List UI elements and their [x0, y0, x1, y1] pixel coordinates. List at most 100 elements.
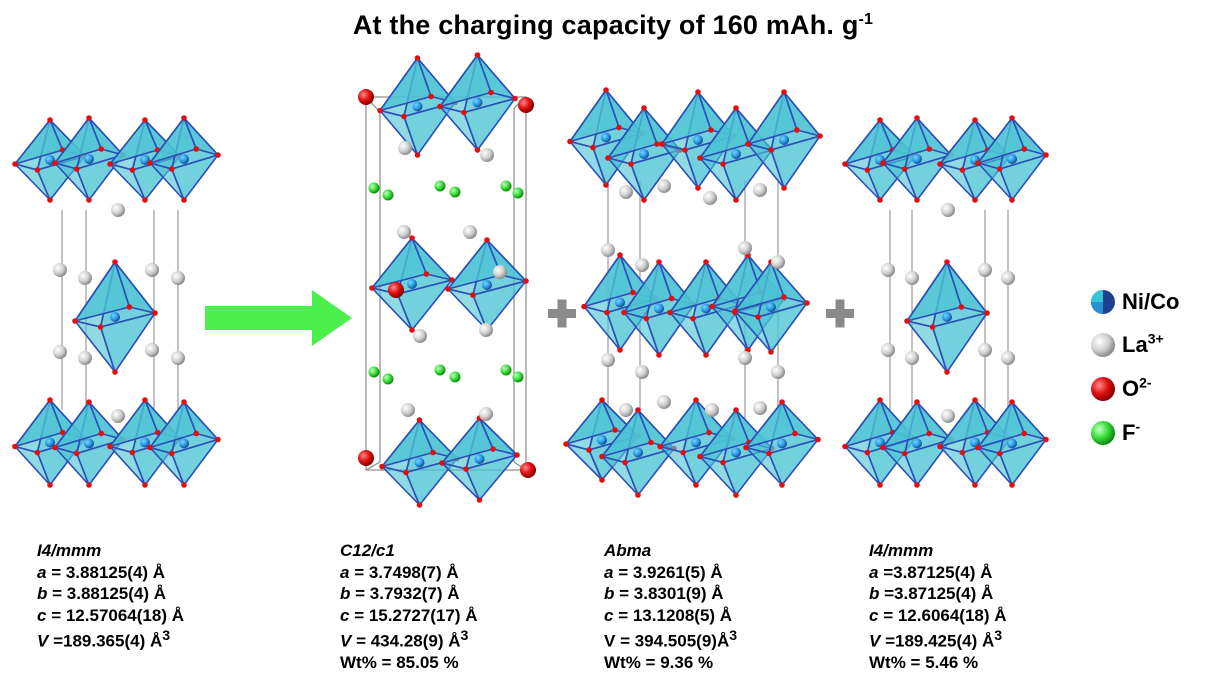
o-vertex-atom	[428, 93, 434, 100]
o-vertex-atom	[1021, 430, 1028, 437]
o-vertex-atom	[975, 160, 981, 166]
octahedron-face	[699, 107, 750, 159]
o-vertex-atom	[680, 449, 686, 456]
o-vertex-atom	[445, 286, 451, 292]
o-vertex-atom	[880, 160, 886, 166]
octahedron-face	[745, 401, 796, 449]
o-vertex-atom	[656, 259, 662, 265]
param-a: a = 3.7498(7) Å	[340, 562, 459, 582]
o-vertex-atom	[1043, 152, 1049, 158]
o-vertex-atom	[628, 161, 634, 167]
legend-item-f: F-	[1122, 418, 1141, 445]
octahedron	[147, 115, 221, 203]
o-vertex-atom	[937, 443, 943, 450]
o-vertex-atom	[142, 482, 148, 488]
octahedron	[745, 89, 823, 191]
param-b: b = 3.8301(9) Å	[604, 584, 724, 603]
octahedron-face	[371, 237, 428, 289]
o-vertex-atom	[1043, 436, 1049, 443]
o-vertex-atom	[154, 429, 161, 436]
o-vertex-atom	[792, 430, 798, 437]
o-vertex-atom	[484, 237, 490, 243]
params-structure-1: I4/mmm a = 3.88125(4) Å b = 3.88125(4) Å…	[37, 540, 184, 652]
o-vertex-atom	[1009, 399, 1015, 405]
o-vertex-atom	[984, 310, 990, 316]
o-vertex-atom	[656, 352, 662, 358]
octahedra-top	[12, 115, 221, 203]
o-vertex-atom	[476, 497, 483, 503]
octahedron-face	[844, 119, 894, 165]
o-vertex-atom	[959, 167, 966, 173]
legend-item-ni-co: Ni/Co	[1122, 289, 1180, 314]
o-vertex-atom	[706, 429, 712, 436]
o-vertex-atom	[47, 117, 53, 123]
o-vertex-atom	[463, 466, 469, 472]
octahedron-face	[54, 117, 103, 164]
o-vertex-atom	[414, 152, 421, 158]
octahedra-top	[567, 87, 823, 203]
o-vertex-atom	[914, 482, 920, 488]
ni-co-center-atom	[912, 438, 922, 449]
o-vertex-atom	[168, 166, 175, 172]
o-vertex-atom	[733, 197, 739, 203]
o-vertex-atom	[152, 310, 158, 316]
param-b: b = 3.7932(7) Å	[340, 584, 460, 603]
octahedron-face	[472, 280, 527, 331]
octahedron	[880, 115, 954, 203]
o-vertex-atom	[107, 443, 113, 450]
o-vertex-atom	[73, 450, 80, 457]
o-vertex-atom	[567, 138, 573, 145]
o-vertex-atom	[972, 117, 978, 123]
octahedron	[52, 399, 126, 488]
la-atoms	[397, 141, 507, 421]
param-c: c = 13.1208(5) Å	[604, 605, 733, 625]
ni-co-center-atom	[693, 135, 703, 145]
o-vertex-atom	[958, 304, 965, 310]
o-vertex-atom	[733, 492, 739, 498]
o-vertex-atom	[929, 324, 936, 330]
o-vertex-atom	[474, 52, 481, 58]
o-vertex-atom	[612, 427, 618, 433]
o-vertex-atom	[461, 109, 467, 116]
o-vertex-atom	[975, 444, 981, 451]
ni-co-center-atom	[601, 132, 611, 143]
octahedron-face	[722, 149, 773, 201]
o-vertex-atom	[622, 459, 628, 466]
space-group-label: C12/c1	[340, 541, 395, 560]
o-vertex-atom	[581, 303, 587, 310]
octahedron-face	[74, 261, 131, 322]
o-vertex-atom	[733, 105, 739, 111]
ni-co-center-atom	[414, 457, 425, 468]
o-vertex-atom	[86, 482, 92, 488]
param-c: c = 12.57064(18) Å	[37, 605, 184, 625]
o-vertex-atom	[52, 444, 58, 451]
o-vertex-atom	[590, 144, 596, 151]
space-group-label: I4/mmm	[869, 541, 934, 560]
o-vertex-atom	[901, 450, 908, 457]
octahedron-face	[405, 457, 458, 506]
octahedron	[439, 415, 520, 503]
ni-co-center-atom	[731, 447, 741, 458]
o-vertex-atom	[817, 133, 823, 139]
octahedron-face	[569, 89, 620, 143]
params-structure-2: C12/c1 a = 3.7498(7) Å b = 3.7932(7) Å c…	[340, 540, 478, 674]
o-vertex-atom	[877, 197, 883, 203]
o-vertex-atom	[659, 141, 665, 147]
octahedron-face	[882, 117, 931, 164]
o-vertex-atom	[599, 477, 605, 483]
param-v: V = 434.28(9) Å3	[340, 628, 469, 651]
legend-spheres	[1091, 290, 1115, 445]
o-vertex-atom	[34, 449, 41, 456]
o-vertex-atom	[937, 161, 943, 167]
o-vertex-atom	[695, 185, 701, 191]
octahedron-face	[757, 302, 808, 353]
octahedra-top	[377, 52, 518, 158]
octahedron	[599, 407, 677, 498]
o-vertex-atom	[732, 308, 738, 314]
o-vertex-atom	[617, 347, 623, 353]
o-vertex-atom	[409, 327, 415, 333]
octahedron	[369, 235, 455, 333]
o-vertex-atom	[708, 127, 714, 133]
o-vertex-atom	[641, 105, 647, 111]
